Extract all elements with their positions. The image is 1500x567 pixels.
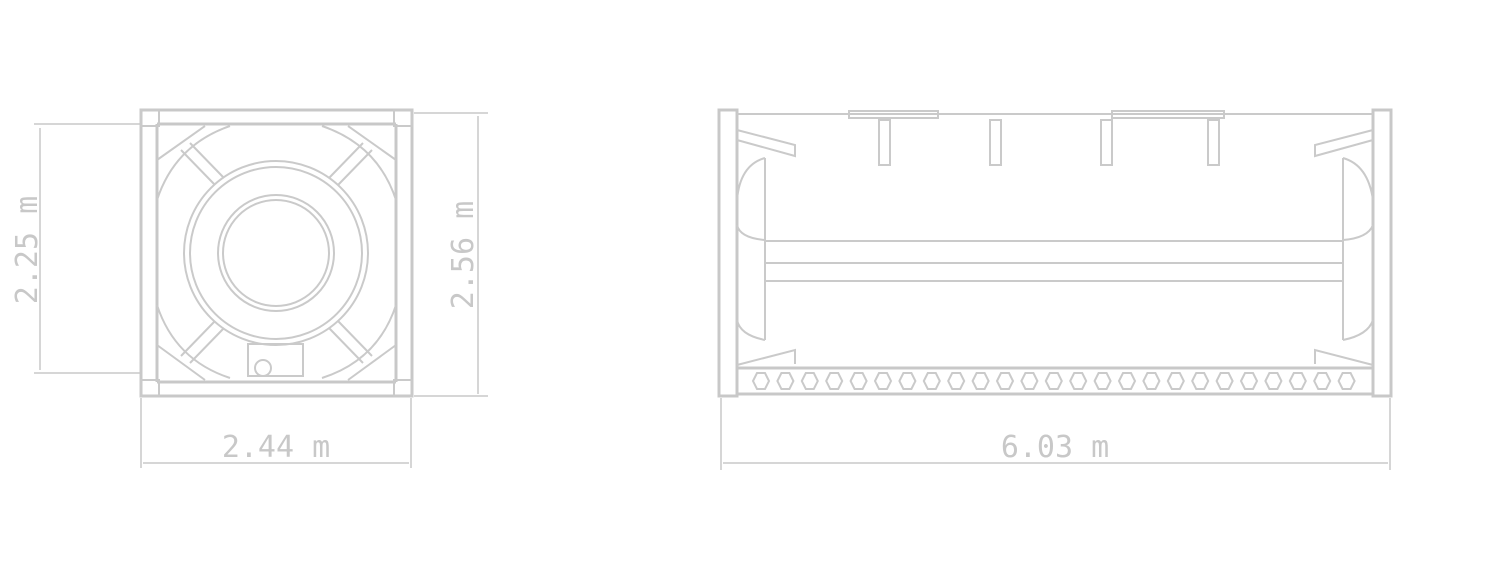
cross-member	[1142, 372, 1161, 390]
cross-member	[971, 372, 990, 390]
top-support	[1207, 119, 1220, 166]
cross-member	[995, 372, 1015, 390]
manlid	[217, 194, 335, 312]
top-support	[878, 119, 891, 166]
corner-braces	[156, 125, 397, 381]
corner-casting	[140, 109, 160, 127]
frame-outline	[139, 108, 414, 398]
cross-member	[1117, 372, 1137, 390]
cross-member	[800, 372, 819, 390]
discharge-valve-box	[247, 343, 304, 377]
corner-casting	[393, 379, 413, 397]
tank-supports	[180, 142, 373, 364]
length-label: 6.03 m	[1001, 430, 1109, 465]
end-braces	[736, 129, 1374, 366]
cross-member	[1191, 372, 1210, 390]
walkway	[1111, 110, 1225, 119]
top-support	[989, 119, 1002, 166]
tank-ends	[764, 158, 1344, 340]
cross-member	[1020, 372, 1039, 390]
manlid-inner	[222, 199, 330, 307]
cross-member	[1239, 372, 1259, 390]
end-view: 2.44 m 2.25 m 2.56 m	[10, 108, 488, 468]
end-post	[1371, 108, 1393, 398]
cross-member	[1069, 372, 1088, 390]
cross-member	[1337, 372, 1356, 390]
tank-shell-inner	[189, 166, 363, 340]
cross-member	[1264, 372, 1283, 390]
bottom-cross-members	[751, 372, 1356, 390]
cross-member	[922, 372, 941, 390]
corner-casting	[393, 109, 413, 127]
width-label: 2.44 m	[222, 430, 330, 465]
discharge-valve	[254, 359, 272, 377]
cross-member	[776, 372, 795, 390]
cross-member	[1093, 372, 1112, 390]
cross-member	[751, 372, 771, 390]
tank-height-label: 2.25 m	[10, 196, 45, 304]
walkway	[848, 110, 939, 119]
overall-height-label: 2.56 m	[446, 201, 481, 309]
end-post	[717, 108, 739, 398]
cross-member	[1166, 372, 1185, 390]
cross-member	[898, 372, 917, 390]
top-support	[1100, 119, 1113, 166]
cross-member	[873, 372, 893, 390]
corner-casting	[140, 379, 160, 397]
cross-member	[849, 372, 868, 390]
tank-heads	[736, 157, 1374, 341]
cross-member	[1288, 372, 1307, 390]
cross-member	[1215, 372, 1234, 390]
side-view: 6.03 m	[717, 108, 1393, 470]
cross-member	[1044, 372, 1063, 390]
cross-member	[947, 372, 966, 390]
cross-member	[825, 372, 844, 390]
tank-shell	[183, 160, 369, 346]
cross-member	[1313, 372, 1332, 390]
frame-curves	[156, 125, 397, 379]
